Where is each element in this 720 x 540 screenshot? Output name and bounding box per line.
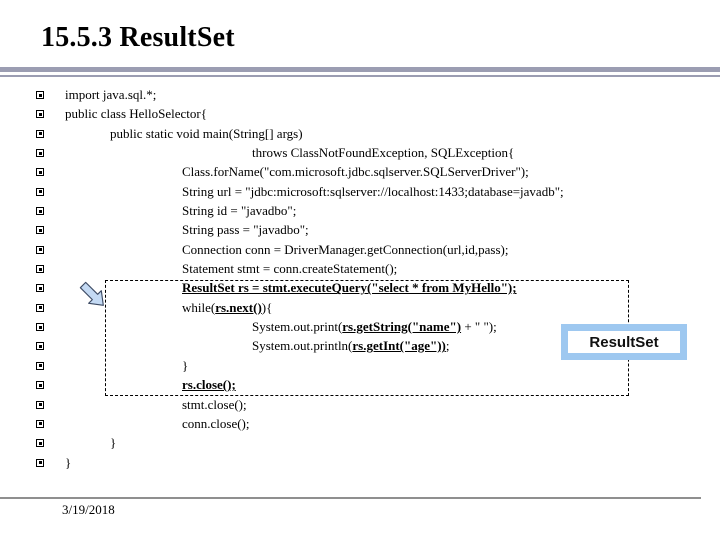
square-bullet-icon	[36, 439, 44, 448]
resultset-callout-label: ResultSet	[589, 333, 659, 351]
code-text: rs.next()	[215, 299, 262, 315]
title-rule-thin	[0, 75, 720, 77]
square-bullet-icon	[36, 149, 44, 158]
square-bullet-icon	[36, 129, 44, 138]
code-text: throws ClassNotFoundException, SQLExcept…	[252, 145, 515, 161]
square-bullet-icon	[36, 245, 44, 254]
code-line: Class.forName("com.microsoft.jdbc.sqlser…	[0, 162, 720, 181]
code-text: conn.close();	[182, 415, 250, 431]
code-text: System.out.println(	[252, 338, 353, 354]
code-text: rs.close();	[182, 377, 236, 393]
code-line: conn.close();	[0, 414, 720, 433]
code-line: while(rs.next()){	[0, 298, 720, 317]
code-text: public class HelloSelector{	[65, 106, 207, 122]
square-bullet-icon	[36, 168, 44, 177]
code-text: public static void main(String[] args)	[110, 125, 303, 141]
page-title: 15.5.3 ResultSet	[41, 22, 235, 53]
square-bullet-icon	[36, 303, 44, 312]
square-bullet-icon	[36, 265, 44, 274]
code-text: String id = "javadbo";	[182, 203, 297, 219]
code-text: rs.getInt("age"))	[352, 338, 446, 354]
code-line: throws ClassNotFoundException, SQLExcept…	[0, 143, 720, 162]
square-bullet-icon	[36, 284, 44, 293]
code-text: ){	[261, 299, 273, 315]
code-text: String pass = "javadbo";	[182, 222, 309, 238]
footer-date: 3/19/2018	[62, 502, 115, 517]
square-bullet-icon	[36, 110, 44, 119]
block-arrow-down-right-icon	[79, 281, 104, 306]
footer-rule	[0, 497, 701, 499]
code-line: public class HelloSelector{	[0, 104, 720, 123]
code-text: }	[182, 357, 189, 373]
code-text: rs.getString("name")	[342, 319, 462, 335]
code-line: rs.close();	[0, 375, 720, 394]
code-text: while(	[182, 299, 216, 315]
code-line: }	[0, 356, 720, 375]
code-line: String id = "javadbo";	[0, 201, 720, 220]
code-line: import java.sql.*;	[0, 85, 720, 104]
square-bullet-icon	[36, 226, 44, 235]
code-text: ResultSet rs = stmt.executeQuery("select…	[182, 280, 517, 296]
square-bullet-icon	[36, 342, 44, 351]
code-text: Class.forName("com.microsoft.jdbc.sqlser…	[182, 164, 529, 180]
code-text: import java.sql.*;	[65, 87, 157, 102]
resultset-callout: ResultSet	[561, 324, 687, 360]
code-line: Statement stmt = conn.createStatement();	[0, 259, 720, 278]
title-rule-thick	[0, 67, 720, 72]
code-line: System.out.print(rs.getString("name") + …	[0, 317, 720, 336]
code-text: System.out.print(	[252, 319, 343, 335]
square-bullet-icon	[36, 458, 44, 467]
code-text: ;	[445, 338, 450, 354]
square-bullet-icon	[36, 187, 44, 196]
code-text: Connection conn = DriverManager.getConne…	[182, 241, 509, 257]
code-text: + " ");	[461, 319, 497, 335]
square-bullet-icon	[36, 207, 44, 216]
code-line: String pass = "javadbo";	[0, 220, 720, 239]
code-text: stmt.close();	[182, 396, 247, 412]
square-bullet-icon	[36, 323, 44, 332]
code-line: String url = "jdbc:microsoft:sqlserver:/…	[0, 182, 720, 201]
code-line: ResultSet rs = stmt.executeQuery("select…	[0, 278, 720, 297]
code-line: }	[0, 433, 720, 452]
code-text: String url = "jdbc:microsoft:sqlserver:/…	[182, 183, 564, 199]
square-bullet-icon	[36, 361, 44, 370]
code-text: Statement stmt = conn.createStatement();	[182, 261, 398, 277]
square-bullet-icon	[36, 91, 44, 99]
code-line: Connection conn = DriverManager.getConne…	[0, 240, 720, 259]
code-line: public static void main(String[] args)	[0, 124, 720, 143]
code-text: }	[110, 435, 117, 451]
square-bullet-icon	[36, 381, 44, 390]
square-bullet-icon	[36, 419, 44, 428]
code-text: }	[65, 454, 72, 470]
square-bullet-icon	[36, 400, 44, 409]
code-line: stmt.close();	[0, 395, 720, 414]
code-line: System.out.println(rs.getInt("age"));	[0, 336, 720, 355]
code-block: import java.sql.*; public class HelloSele…	[0, 85, 720, 472]
code-line: }	[0, 453, 720, 472]
